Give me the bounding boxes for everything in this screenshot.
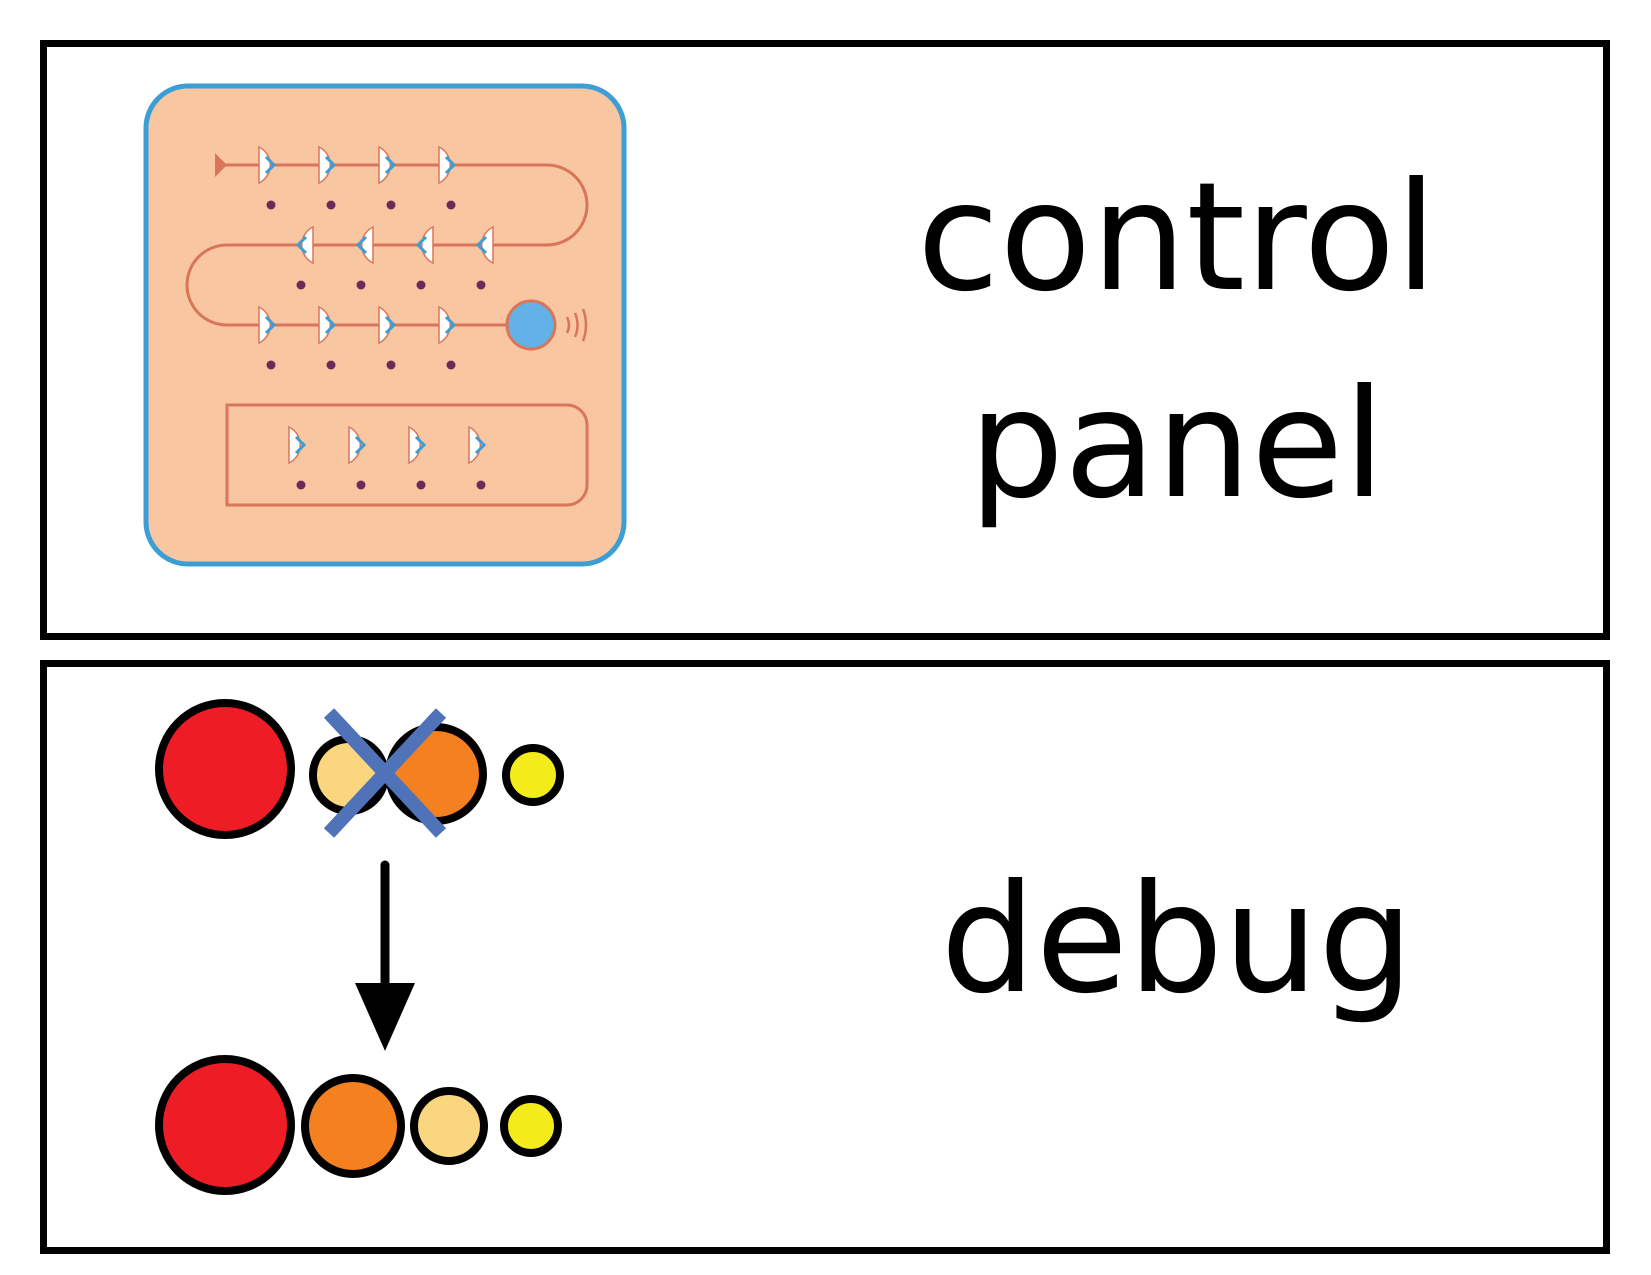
chevron-right-icon <box>264 155 277 175</box>
label-line-1: control <box>917 151 1437 325</box>
cross-icon <box>323 708 447 838</box>
peg-dot <box>416 480 426 490</box>
peg-dot <box>326 360 336 370</box>
peg-dot <box>386 360 396 370</box>
chevron-left-icon <box>475 235 488 255</box>
gate-left-icon <box>295 225 314 265</box>
peg-dot <box>356 480 366 490</box>
orange-circle-icon <box>385 723 487 825</box>
gate-right-icon <box>438 305 457 345</box>
gate-right-icon <box>318 305 337 345</box>
start-marker-icon <box>215 153 227 177</box>
chevron-right-icon <box>324 315 337 335</box>
control-panel-board-icon <box>143 83 627 567</box>
peg-dot <box>296 280 306 290</box>
label-line-2: panel <box>968 358 1386 532</box>
light-orange-circle-icon <box>410 1087 488 1165</box>
down-arrow-icon <box>355 860 415 1051</box>
peg-dot <box>266 360 276 370</box>
debug-card: debug <box>40 660 1610 1254</box>
peg-dot <box>386 200 396 210</box>
sound-waves-icon <box>565 308 588 342</box>
gate-right-icon <box>318 145 337 185</box>
peg-dot <box>356 280 366 290</box>
gate-left-icon <box>475 225 494 265</box>
chevron-right-icon <box>294 435 307 455</box>
chevron-right-icon <box>384 315 397 335</box>
chevron-right-icon <box>474 435 487 455</box>
peg-dot <box>446 200 456 210</box>
red-circle-icon <box>155 699 295 839</box>
gate-right-icon <box>288 425 307 465</box>
peg-dot <box>476 280 486 290</box>
chevron-left-icon <box>415 235 428 255</box>
peg-dot <box>476 480 486 490</box>
yellow-circle-icon <box>502 744 564 806</box>
control-panel-card: control panel <box>40 40 1610 640</box>
gate-right-icon <box>438 145 457 185</box>
peg-dot <box>416 280 426 290</box>
gate-right-icon <box>258 145 277 185</box>
chevron-right-icon <box>324 155 337 175</box>
chevron-right-icon <box>354 435 367 455</box>
peg-dot <box>326 200 336 210</box>
gate-right-icon <box>378 305 397 345</box>
red-circle-icon <box>155 1055 295 1195</box>
chevron-left-icon <box>295 235 308 255</box>
orange-circle-icon <box>301 1074 405 1178</box>
gate-right-icon <box>348 425 367 465</box>
gate-right-icon <box>258 305 277 345</box>
peg-dot <box>296 480 306 490</box>
gate-left-icon <box>415 225 434 265</box>
gate-left-icon <box>355 225 374 265</box>
ball-icon <box>505 299 557 351</box>
gate-right-icon <box>408 425 427 465</box>
after-row <box>155 1055 562 1195</box>
peg-dot <box>446 360 456 370</box>
chevron-left-icon <box>355 235 368 255</box>
chevron-right-icon <box>384 155 397 175</box>
peg-dot <box>266 200 276 210</box>
debug-label: debug <box>940 853 1414 1027</box>
gate-right-icon <box>378 145 397 185</box>
chevron-right-icon <box>264 315 277 335</box>
chevron-right-icon <box>444 315 457 335</box>
gate-right-icon <box>468 425 487 465</box>
chevron-right-icon <box>444 155 457 175</box>
before-row <box>155 699 564 839</box>
control-panel-label: control panel <box>767 135 1587 549</box>
debug-sort-icon <box>155 699 564 1195</box>
yellow-circle-icon <box>500 1095 562 1157</box>
chevron-right-icon <box>414 435 427 455</box>
